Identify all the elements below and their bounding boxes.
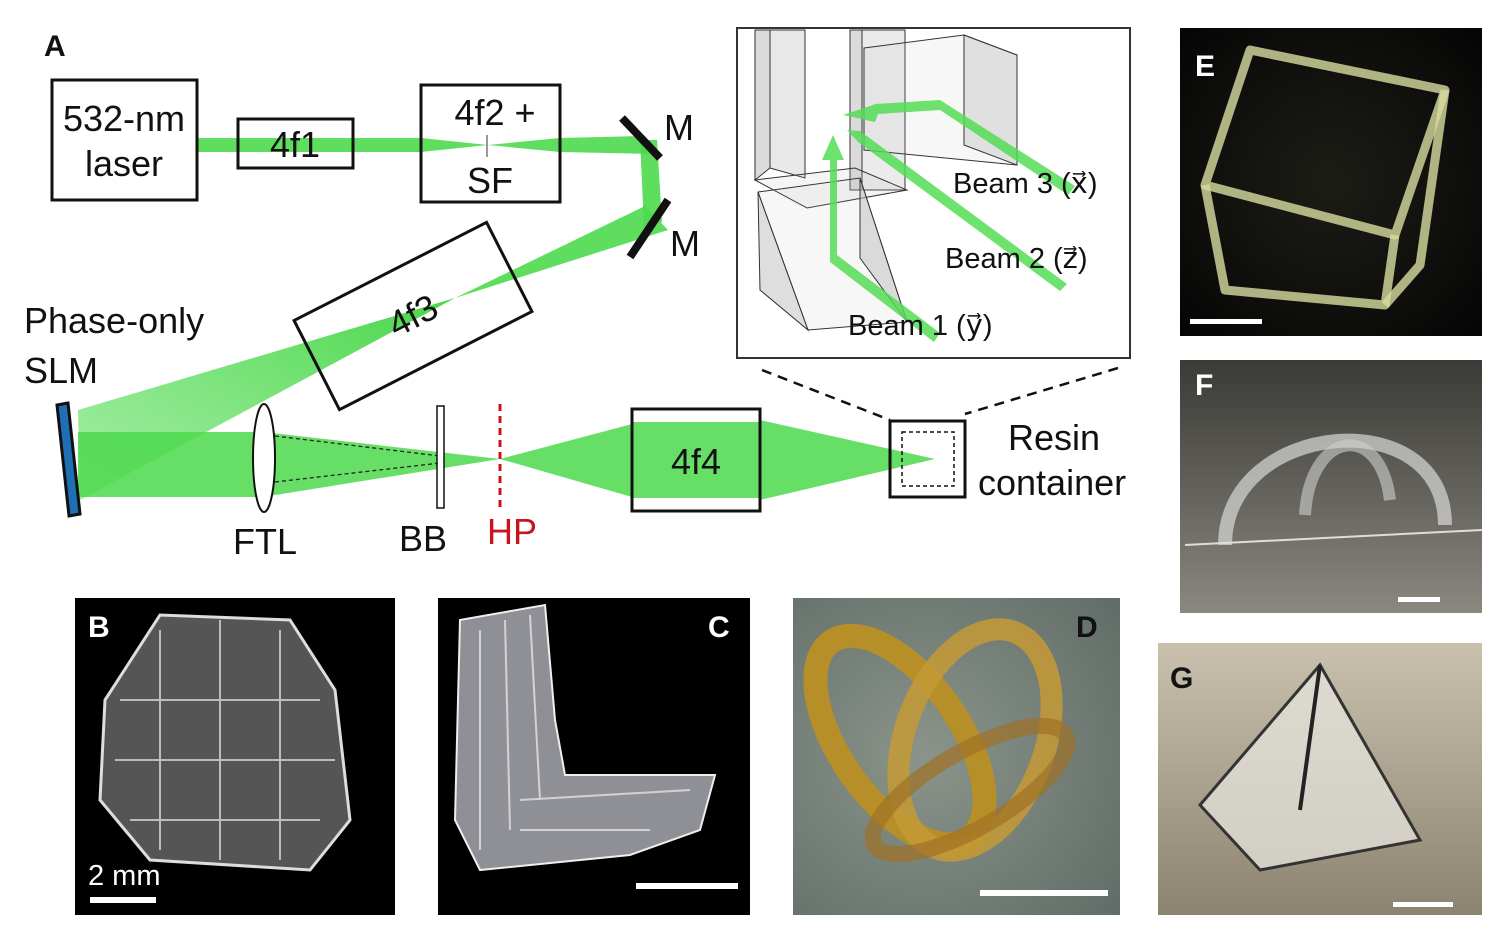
inset-connectors xyxy=(761,366,1119,422)
lens-4f3-box xyxy=(292,220,534,412)
panel-label-b: B xyxy=(88,611,110,644)
photo-c-bracket: C xyxy=(438,598,750,915)
lens-4f4-label: 4f4 xyxy=(671,441,721,482)
panel-label-f: F xyxy=(1195,369,1213,402)
lens-4f2-label-1: 4f2 + xyxy=(454,92,535,133)
hp-label: HP xyxy=(487,511,537,552)
ftl-lens xyxy=(252,403,276,513)
resin-container-box xyxy=(888,419,967,499)
bb-label: BB xyxy=(399,518,447,559)
panel-label-g: G xyxy=(1170,662,1193,695)
slm-label-2: SLM xyxy=(24,350,98,391)
resin-label-1: Resin xyxy=(1008,417,1100,458)
mirror-1 xyxy=(619,115,663,161)
beam2-label: Beam 2 (z⃗) xyxy=(945,243,1088,275)
lens-4f1-label: 4f1 xyxy=(270,124,320,165)
lens-4f1-box xyxy=(236,117,355,170)
laser-beam-path xyxy=(78,136,935,500)
photo-e-cube: E xyxy=(1180,28,1482,336)
slm-device xyxy=(55,401,82,518)
photo-f-arch: F xyxy=(1180,360,1483,613)
resin-volume xyxy=(901,431,955,487)
mirror-2-label: M xyxy=(670,223,700,264)
beam-block xyxy=(436,405,445,509)
inset-diagram: Beam 3 (x⃗) Beam 2 (z⃗) Beam 1 (y⃗) xyxy=(736,27,1131,359)
lens-4f3: 4f3 xyxy=(292,220,534,412)
panel-label-d: D xyxy=(1076,611,1098,644)
laser-box xyxy=(50,78,199,202)
beam3-label: Beam 3 (x⃗) xyxy=(953,168,1097,200)
panel-label-c: C xyxy=(708,611,730,644)
lens-4f4-box xyxy=(630,407,762,513)
lens-4f3-label: 4f3 xyxy=(381,286,444,345)
mirror-1-label: M xyxy=(664,107,694,148)
photo-b-scale-label: 2 mm xyxy=(88,860,161,892)
panel-label-a: A xyxy=(44,30,66,63)
beam1-label: Beam 1 (y⃗) xyxy=(848,310,992,342)
photo-d-rings: D xyxy=(793,598,1120,915)
slm-label-1: Phase-only xyxy=(24,300,204,341)
mirror-2 xyxy=(626,197,672,260)
photo-g-tetrahedron: G xyxy=(1158,643,1482,915)
resin-label-2: container xyxy=(978,462,1126,503)
lens-4f2-label-2: SF xyxy=(467,160,513,201)
laser-label-2: laser xyxy=(85,143,163,184)
photo-b-lattice: 2 mm B xyxy=(75,598,395,915)
lens-4f2-box xyxy=(419,83,562,204)
laser-label-1: 532-nm xyxy=(63,98,185,139)
ftl-label: FTL xyxy=(233,521,297,562)
panel-label-e: E xyxy=(1195,50,1215,83)
